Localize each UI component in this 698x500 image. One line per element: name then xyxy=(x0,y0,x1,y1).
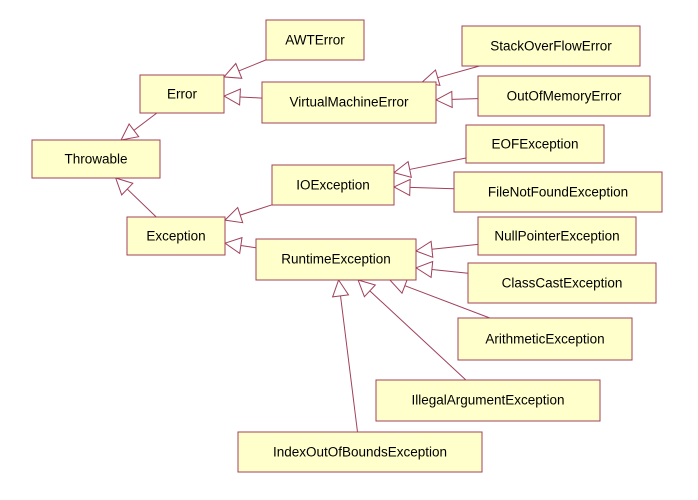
arrowhead-filenotfoundexception-to-ioexception xyxy=(392,178,411,197)
node-filenotfoundexception-box xyxy=(453,171,663,213)
node-indexoutofboundsexception-box xyxy=(237,431,483,473)
node-eofexception-box xyxy=(465,124,605,164)
edge-virtualmachineerror-to-error xyxy=(239,96,263,99)
edge-awterror-to-error xyxy=(238,59,267,72)
edge-error-to-throwable xyxy=(133,112,158,131)
node-error-box xyxy=(139,74,225,114)
node-indexoutofboundsexception-label: IndexOutOfBoundsException xyxy=(273,445,447,460)
arrowhead-virtualmachineerror-to-error xyxy=(222,88,241,106)
arrowhead-classcastexception-to-runtimeexception xyxy=(414,260,434,279)
node-error-label: Error xyxy=(167,87,198,102)
node-stackoverflowerror-box xyxy=(461,25,641,67)
node-ioexception-box xyxy=(271,164,395,206)
node-nullpointerexception-label: NullPointerException xyxy=(494,229,619,244)
node-stackoverflowerror: StackOverFlowError xyxy=(461,25,641,67)
node-eofexception-label: EOFException xyxy=(491,137,578,152)
node-classcastexception: ClassCastException xyxy=(467,262,657,304)
node-stackoverflowerror-label: StackOverFlowError xyxy=(490,39,612,54)
node-runtimeexception-label: RuntimeException xyxy=(281,252,391,267)
node-ioexception-label: IOException xyxy=(296,178,370,193)
node-awterror-label: AWTError xyxy=(285,33,345,48)
node-exception-label: Exception xyxy=(146,229,205,244)
node-arithmeticexception: ArithmeticException xyxy=(457,317,633,361)
node-arithmeticexception-box xyxy=(457,317,633,361)
node-classcastexception-label: ClassCastException xyxy=(502,276,623,291)
edge-outofmemoryerror-to-virtualmachineerror xyxy=(451,98,479,100)
node-nullpointerexception-box xyxy=(477,216,637,256)
edge-runtimeexception-to-exception xyxy=(240,245,257,249)
node-virtualmachineerror-box xyxy=(261,81,437,124)
node-ioexception: IOException xyxy=(271,164,395,206)
inheritance-arrowheads xyxy=(114,62,453,298)
node-eofexception: EOFException xyxy=(465,124,605,164)
node-classcastexception-box xyxy=(467,262,657,304)
arrowhead-ioexception-to-exception xyxy=(223,206,244,224)
node-nullpointerexception: NullPointerException xyxy=(477,216,637,256)
edge-indexoutofboundsexception-to-runtimeexception xyxy=(340,295,359,433)
node-exception-box xyxy=(126,216,226,256)
node-virtualmachineerror-label: VirtualMachineError xyxy=(289,95,409,110)
node-awterror-box xyxy=(265,19,365,61)
node-filenotfoundexception-label: FileNotFoundException xyxy=(488,185,628,200)
edge-eofexception-to-ioexception xyxy=(409,157,467,170)
arrowhead-outofmemoryerror-to-virtualmachineerror xyxy=(434,90,453,109)
arrowhead-exception-to-throwable xyxy=(114,177,134,196)
node-virtualmachineerror: VirtualMachineError xyxy=(261,81,437,124)
node-arithmeticexception-label: ArithmeticException xyxy=(485,332,604,347)
node-illegalargumentexception-label: IllegalArgumentException xyxy=(411,393,564,408)
edge-classcastexception-to-runtimeexception xyxy=(431,268,469,274)
edge-arithmeticexception-to-runtimeexception xyxy=(404,285,490,319)
arrowhead-error-to-throwable xyxy=(120,123,140,141)
node-filenotfoundexception: FileNotFoundException xyxy=(453,171,663,213)
node-outofmemoryerror: OutOfMemoryError xyxy=(477,75,651,117)
node-runtimeexception: RuntimeException xyxy=(255,238,417,281)
node-outofmemoryerror-label: OutOfMemoryError xyxy=(507,89,622,104)
node-exception: Exception xyxy=(126,216,226,256)
arrowhead-indexoutofboundsexception-to-runtimeexception xyxy=(331,278,350,298)
edge-nullpointerexception-to-runtimeexception xyxy=(431,243,479,250)
node-indexoutofboundsexception: IndexOutOfBoundsException xyxy=(237,431,483,473)
arrowhead-runtimeexception-to-exception xyxy=(223,236,243,255)
edge-exception-to-throwable xyxy=(126,188,157,218)
arrowhead-eofexception-to-ioexception xyxy=(392,160,412,178)
edge-filenotfoundexception-to-ioexception xyxy=(409,186,455,190)
arrowhead-awterror-to-error xyxy=(222,62,243,79)
edge-ioexception-to-exception xyxy=(240,204,273,216)
arrowhead-illegalargumentexception-to-runtimeexception xyxy=(357,279,377,298)
arrowhead-nullpointerexception-to-runtimeexception xyxy=(414,240,434,259)
node-throwable-box xyxy=(31,139,161,179)
node-runtimeexception-box xyxy=(255,238,417,281)
edge-illegalargumentexception-to-runtimeexception xyxy=(369,290,467,381)
node-throwable: Throwable xyxy=(31,139,161,179)
node-outofmemoryerror-box xyxy=(477,75,651,117)
node-error: Error xyxy=(139,74,225,114)
class-nodes: AWTError Error VirtualMachineError Stack… xyxy=(31,19,663,473)
node-illegalargumentexception-box xyxy=(375,379,601,422)
edge-stackoverflowerror-to-virtualmachineerror xyxy=(437,65,480,79)
node-awterror: AWTError xyxy=(265,19,365,61)
node-illegalargumentexception: IllegalArgumentException xyxy=(375,379,601,422)
inheritance-edges xyxy=(126,59,490,433)
node-throwable-label: Throwable xyxy=(64,152,127,167)
